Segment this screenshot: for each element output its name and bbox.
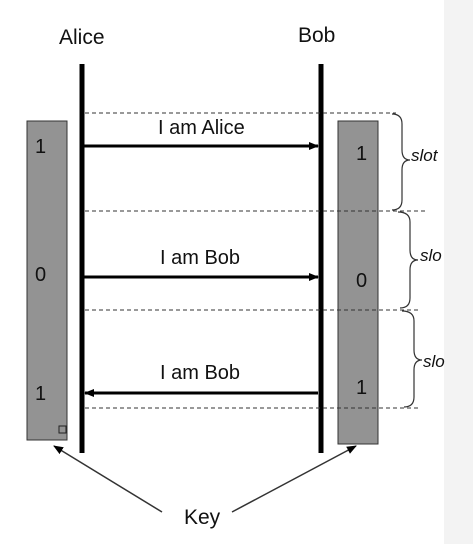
- bob-key-bit-3: 1: [356, 377, 368, 399]
- key-pointer-alice: [53, 445, 163, 513]
- alice-key-bit-3: 1: [35, 383, 47, 405]
- slot-brace-1: [391, 113, 411, 211]
- key-label: Key: [184, 506, 221, 529]
- bob-key-bar: [337, 120, 379, 445]
- alice-key-bar: [26, 120, 68, 441]
- message-label-3: I am Bob: [160, 362, 241, 384]
- right-edge-strip: [444, 0, 473, 544]
- slot-label-1: slot: [411, 146, 438, 165]
- alice-label: Alice: [59, 26, 105, 49]
- bob-key-bit-2: 0: [356, 270, 368, 292]
- alice-key-bar-corner: [58, 425, 67, 434]
- slot-label-3: slo: [423, 352, 445, 371]
- message-label-1: I am Alice: [158, 117, 245, 139]
- bob-label: Bob: [298, 24, 336, 47]
- slot-brace-3: [401, 310, 423, 408]
- slot-label-2: slo: [420, 246, 442, 265]
- slot-brace-2: [397, 211, 419, 309]
- alice-key-bit-2: 0: [35, 264, 47, 286]
- message-label-2: I am Bob: [160, 247, 241, 269]
- alice-key-bit-1: 1: [35, 136, 47, 158]
- key-pointer-bob: [231, 445, 357, 513]
- bob-key-bit-1: 1: [356, 143, 368, 165]
